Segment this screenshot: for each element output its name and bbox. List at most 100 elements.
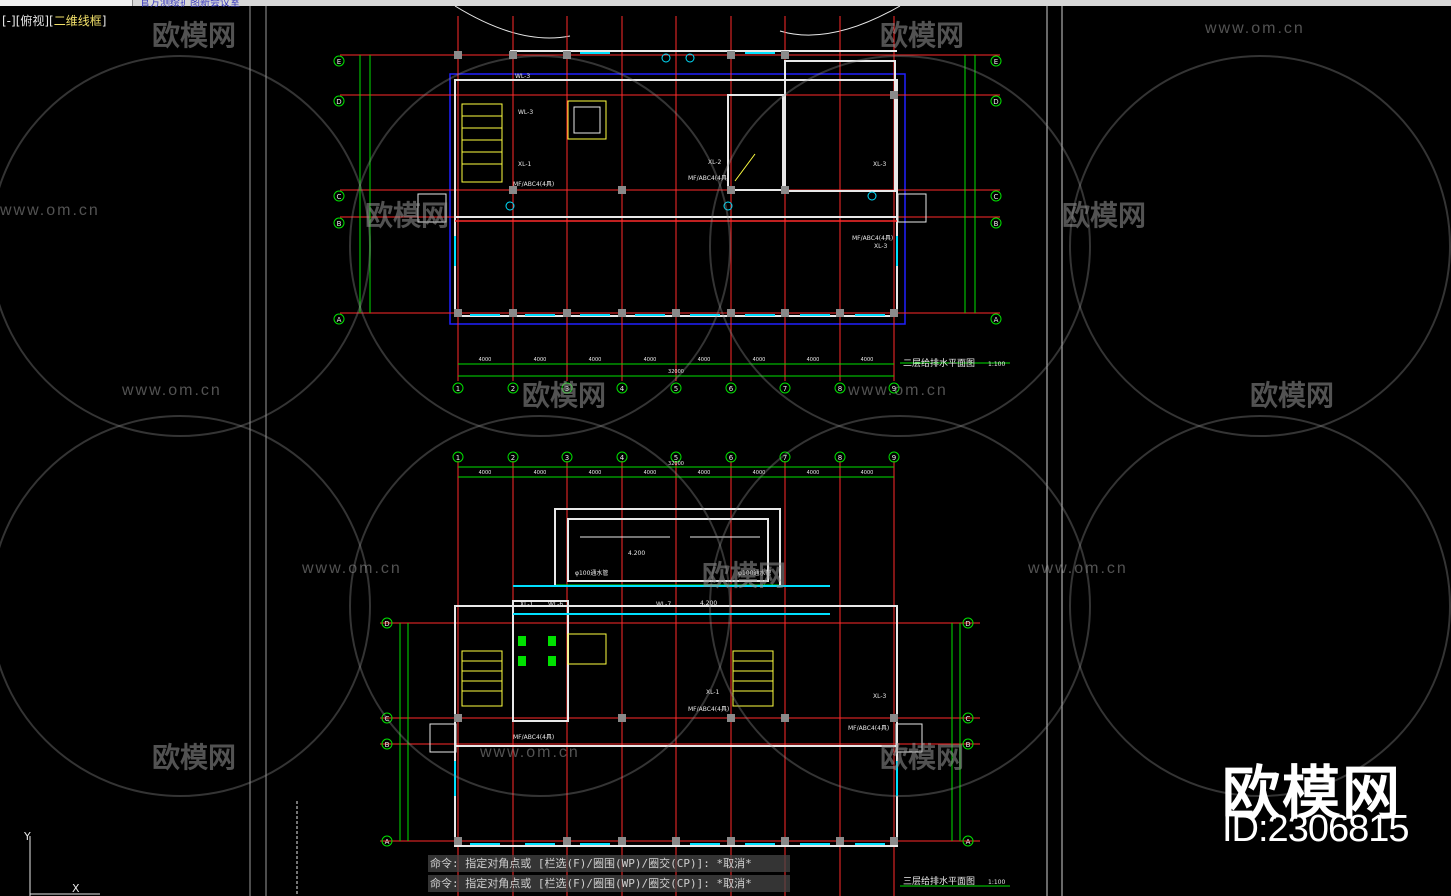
- pipe-tag: XL-1: [706, 689, 720, 696]
- pipe-tag: WL-3: [518, 109, 533, 116]
- grid-col-label: 1: [456, 454, 460, 462]
- grid-col-label: 8: [838, 454, 842, 462]
- watermark-text: 欧模网: [880, 741, 965, 774]
- plan-scale: 1:100: [988, 879, 1005, 886]
- command-history-line[interactable]: 命令: 指定对角点或 [栏选(F)/圈围(WP)/圈交(CP)]: *取消*: [428, 875, 790, 892]
- watermark-text: 欧模网: [152, 741, 237, 774]
- fixture-tag: MF/ABC4(4具): [688, 706, 729, 713]
- tank-label: φ100通水管: [575, 569, 608, 577]
- watermark-text: 欧模网: [365, 199, 450, 232]
- grid-row-label: A: [994, 316, 999, 324]
- visual-style-label[interactable]: 二维线框: [53, 14, 102, 28]
- dim-text: 4000: [698, 470, 711, 476]
- title-bar: 官方测绘扩图新会议室: [0, 0, 1451, 9]
- grid-row-label: B: [337, 220, 342, 228]
- elevation-label: 4.200: [628, 550, 645, 557]
- pipe-tag: XL-3: [873, 693, 887, 700]
- watermark-id: ID:2306815: [1222, 808, 1409, 850]
- dim-text: 4000: [861, 357, 874, 363]
- grid-col-label: 4: [620, 385, 625, 393]
- grid-col-label: 3: [565, 454, 569, 462]
- dim-text: 4000: [753, 357, 766, 363]
- pipe-tag: WL-3: [515, 73, 530, 80]
- pipe-tag: XL-3: [873, 161, 887, 168]
- command-history-line: 命令: 指定对角点或 [栏选(F)/圈围(WP)/圈交(CP)]: *取消*: [428, 855, 790, 872]
- dim-text: 32000: [668, 461, 684, 467]
- grid-col-label: 2: [511, 385, 515, 393]
- plan-scale: 1:100: [988, 361, 1005, 368]
- watermark-url: www.om.cn: [0, 202, 100, 219]
- view-label[interactable]: [-][俯视][: [2, 14, 54, 28]
- watermark-text: 欧模网: [1062, 199, 1147, 232]
- grid-col-label: 8: [838, 385, 842, 393]
- grid-row-label: E: [337, 58, 341, 66]
- watermark-url: www.om.cn: [1205, 20, 1305, 37]
- watermark-text: 欧模网: [522, 379, 607, 412]
- elevation-label: 4.200: [700, 600, 717, 607]
- grid-row-label: C: [994, 193, 999, 201]
- grid-row-label: B: [966, 741, 971, 749]
- upper-plan: E D C B A E D C B A 1 2 3 4 5 6 7 8 9: [333, 6, 1010, 394]
- pipe-tag: XL-2: [708, 159, 722, 166]
- watermark-url: www.om.cn: [1028, 560, 1128, 577]
- dim-text: 4000: [534, 470, 547, 476]
- watermark-url: www.om.cn: [122, 382, 222, 399]
- dim-text: 4000: [589, 470, 602, 476]
- plan-title: 三层给排水平面图: [903, 875, 975, 887]
- fixture-tag: MF/ABC4(4具): [513, 734, 554, 741]
- dim-text: 4000: [807, 357, 820, 363]
- grid-row-label: A: [966, 838, 971, 846]
- pipe-tag: WL-6: [548, 601, 563, 608]
- grid-col-label: 9: [892, 454, 896, 462]
- watermark-url: www.om.cn: [302, 560, 402, 577]
- dim-text: 4000: [589, 357, 602, 363]
- grid-row-label: C: [337, 193, 342, 201]
- dim-text: 4000: [534, 357, 547, 363]
- pipe-tag: XL-1: [520, 601, 534, 608]
- viewport-controls[interactable]: [-][俯视][二维线框]: [2, 12, 106, 29]
- cad-canvas[interactable]: E D C B A E D C B A 1 2 3 4 5 6 7 8 9: [0, 6, 1451, 896]
- grid-col-label: 7: [783, 385, 787, 393]
- grid-col-label: 4: [620, 454, 625, 462]
- grid-row-label: D: [993, 98, 998, 106]
- watermark-url: www.om.cn: [848, 382, 948, 399]
- grid-row-label: D: [336, 98, 341, 106]
- dim-text: 32000: [668, 369, 684, 375]
- grid-row-label: D: [384, 620, 389, 628]
- dim-text: 4000: [479, 470, 492, 476]
- grid-col-label: 3: [565, 385, 569, 393]
- watermark-text: 欧模网: [702, 559, 787, 592]
- grid-col-label: 7: [783, 454, 787, 462]
- grid-row-label: B: [994, 220, 999, 228]
- grid-col-label: 5: [674, 385, 678, 393]
- watermark-logo: 欧模网: [1222, 759, 1403, 827]
- dim-text: 4000: [644, 470, 657, 476]
- grid-row-label: C: [966, 715, 971, 723]
- grid-row-label: E: [994, 58, 998, 66]
- grid-row-label: D: [965, 620, 970, 628]
- tank-label: φ100通水管: [738, 569, 771, 577]
- fixture-tag: MF/ABC4(4具): [513, 181, 554, 188]
- dim-text: 4000: [479, 357, 492, 363]
- grid-col-label: 9: [892, 385, 896, 393]
- lower-plan: 1 2 3 4 5 6 7 8 9 D C B A D C B A 4000 4…: [296, 451, 1010, 896]
- grid-row-label: A: [385, 838, 390, 846]
- fixture-tag: MF/ABC4(4具): [852, 235, 893, 242]
- dim-text: 4000: [644, 357, 657, 363]
- dim-text: 4000: [807, 470, 820, 476]
- watermark-text: 欧模网: [880, 19, 965, 52]
- file-tab[interactable]: [42, 0, 133, 6]
- grid-col-label: 2: [511, 454, 515, 462]
- pipe-tag: XL-1: [518, 161, 532, 168]
- pipe-tag: WL-7: [656, 601, 671, 608]
- grid-row-label: C: [385, 715, 390, 723]
- watermark-text: 欧模网: [152, 19, 237, 52]
- ucs-x-label: X: [72, 882, 80, 895]
- dim-text: 4000: [753, 470, 766, 476]
- grid-col-label: 6: [729, 454, 734, 462]
- grid-col-label: 6: [729, 385, 734, 393]
- plan-title: 二层给排水平面图: [903, 357, 975, 369]
- grid-row-label: B: [385, 741, 390, 749]
- fixture-tag: MF/ABC4(4具): [848, 725, 889, 732]
- dim-text: 4000: [698, 357, 711, 363]
